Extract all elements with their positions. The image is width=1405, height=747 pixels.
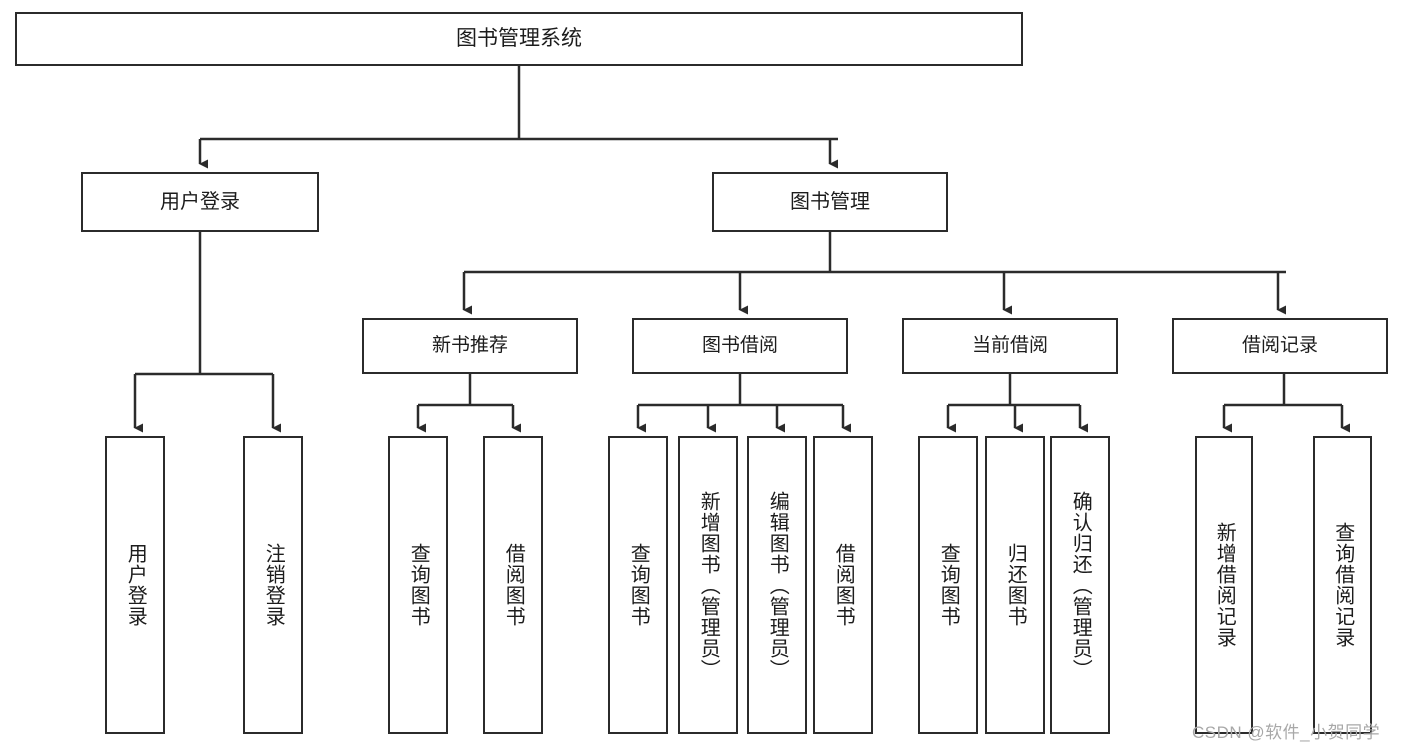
leaf-user-login[interactable]: 用户登录 xyxy=(105,436,165,734)
leaf-query-borrow-record-label: 查询借阅记录 xyxy=(1331,522,1354,648)
node-root-label: 图书管理系统 xyxy=(456,27,582,51)
leaf-edit-book-admin[interactable]: 编辑图书（管理员） xyxy=(747,436,807,734)
leaf-user-login-label: 用户登录 xyxy=(124,543,147,627)
node-current-borrow-label: 当前借阅 xyxy=(971,334,1048,356)
node-current-borrow[interactable]: 当前借阅 xyxy=(902,318,1118,374)
leaf-return-book[interactable]: 归还图书 xyxy=(985,436,1045,734)
leaf-query-book-current[interactable]: 查询图书 xyxy=(918,436,978,734)
leaf-query-book-recommend[interactable]: 查询图书 xyxy=(388,436,448,734)
leaf-query-borrow-record[interactable]: 查询借阅记录 xyxy=(1313,436,1372,734)
node-book-manage[interactable]: 图书管理 xyxy=(712,172,948,232)
leaf-logout-login[interactable]: 注销登录 xyxy=(243,436,303,734)
leaf-confirm-return-admin-label: 确认归还（管理员） xyxy=(1069,490,1092,680)
node-user-login[interactable]: 用户登录 xyxy=(81,172,319,232)
leaf-borrow-book-label: 借阅图书 xyxy=(832,543,855,627)
leaf-return-book-label: 归还图书 xyxy=(1004,543,1027,627)
leaf-borrow-book[interactable]: 借阅图书 xyxy=(813,436,873,734)
leaf-borrow-book-recommend-label: 借阅图书 xyxy=(502,543,525,627)
leaf-logout-login-label: 注销登录 xyxy=(262,543,285,627)
node-new-book-recommend[interactable]: 新书推荐 xyxy=(362,318,578,374)
leaf-add-book-admin[interactable]: 新增图书（管理员） xyxy=(678,436,738,734)
node-borrow-record-label: 借阅记录 xyxy=(1241,334,1318,356)
leaf-add-borrow-record-label: 新增借阅记录 xyxy=(1213,522,1236,648)
node-book-borrow[interactable]: 图书借阅 xyxy=(632,318,848,374)
node-book-borrow-label: 图书借阅 xyxy=(701,334,778,356)
node-root[interactable]: 图书管理系统 xyxy=(15,12,1023,66)
node-book-manage-label: 图书管理 xyxy=(790,191,870,213)
leaf-confirm-return-admin[interactable]: 确认归还（管理员） xyxy=(1050,436,1110,734)
node-user-login-label: 用户登录 xyxy=(160,191,240,213)
csdn-watermark: CSDN @软件_小贺同学 xyxy=(1192,723,1381,742)
leaf-edit-book-admin-label: 编辑图书（管理员） xyxy=(766,490,789,680)
leaf-query-book-borrow[interactable]: 查询图书 xyxy=(608,436,668,734)
leaf-add-book-admin-label: 新增图书（管理员） xyxy=(697,490,720,680)
leaf-borrow-book-recommend[interactable]: 借阅图书 xyxy=(483,436,543,734)
leaf-query-book-current-label: 查询图书 xyxy=(937,543,960,627)
node-new-book-recommend-label: 新书推荐 xyxy=(431,334,508,356)
node-borrow-record[interactable]: 借阅记录 xyxy=(1172,318,1388,374)
leaf-query-book-recommend-label: 查询图书 xyxy=(407,543,430,627)
leaf-query-book-borrow-label: 查询图书 xyxy=(627,543,650,627)
leaf-add-borrow-record[interactable]: 新增借阅记录 xyxy=(1195,436,1253,734)
